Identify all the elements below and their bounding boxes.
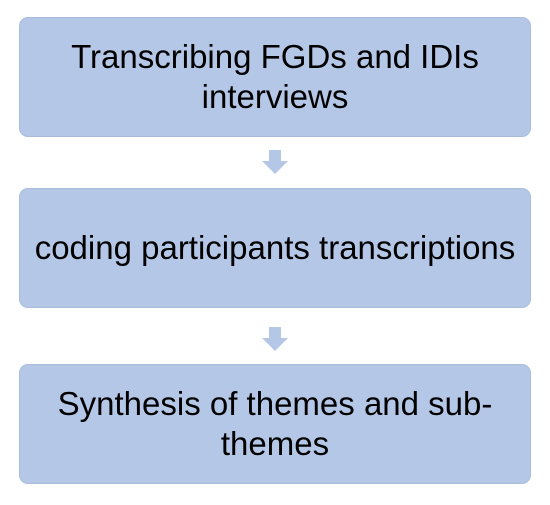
flow-step-synthesis: Synthesis of themes and sub-themes [19,364,531,484]
flow-step-label: coding participants transcriptions [34,229,516,266]
flow-step-label: Transcribing FGDs and IDIs interviews [71,38,479,115]
flow-step-coding: coding participants transcriptions [19,188,531,308]
arrow-down-icon [262,327,288,351]
flow-step-label: Synthesis of themes and sub-themes [57,385,493,462]
arrow-down-icon [262,150,288,174]
flow-step-transcribing: Transcribing FGDs and IDIs interviews [19,17,531,137]
